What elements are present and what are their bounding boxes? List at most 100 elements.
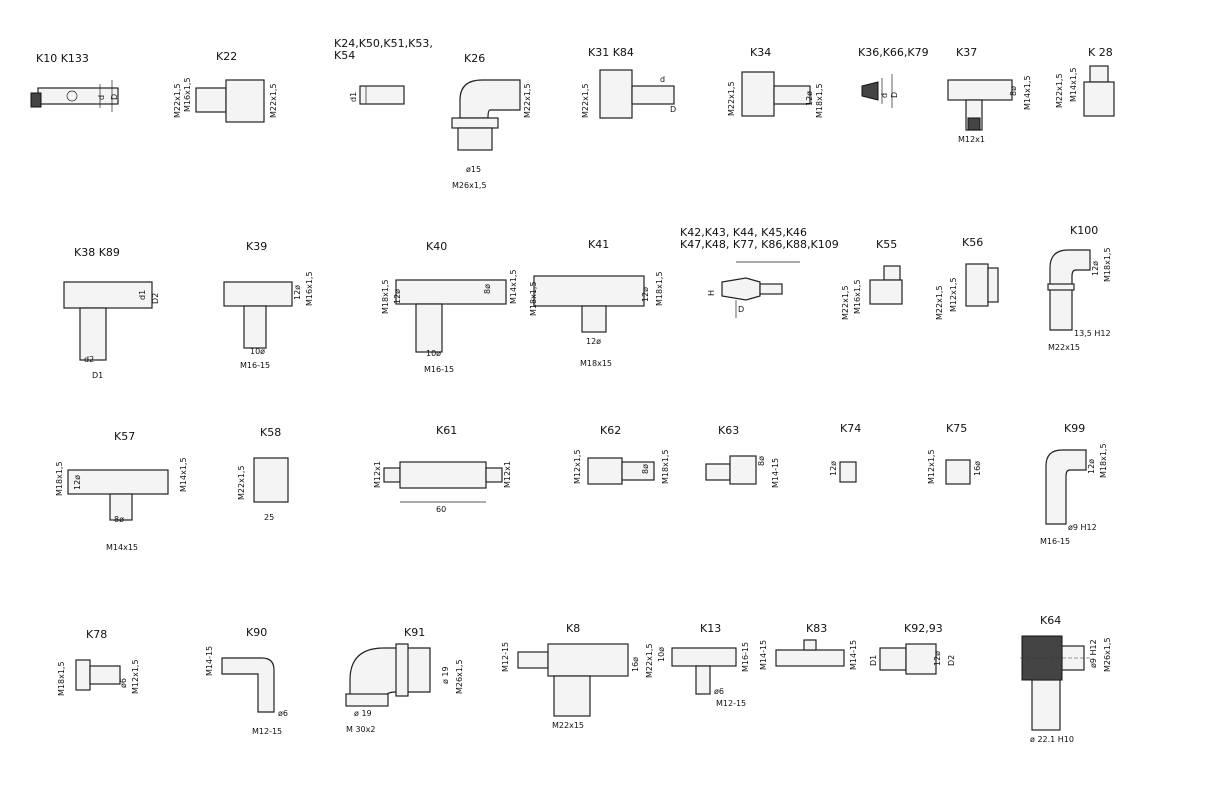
- dim-k24-d1: d1: [349, 92, 358, 102]
- part-k58: K58 M22x1,5 25: [237, 426, 289, 522]
- cap-k83: [803, 639, 817, 651]
- body-k8: [547, 643, 629, 677]
- label-k90: K90: [246, 626, 267, 639]
- label-k24b: K54: [334, 49, 355, 62]
- label-k41: K41: [588, 238, 609, 251]
- dim-k99-m18: M18x1,5: [1099, 443, 1108, 478]
- part-k13: K13 10ø M16-15 ø6 M12-15: [657, 622, 750, 708]
- dim-k100-135: 13,5 H12: [1074, 329, 1111, 338]
- dim-k31-m22: M22x1,5: [581, 83, 590, 118]
- part-k61: K61 M12x1 M12x1 60: [373, 424, 512, 514]
- nut-k37: [967, 117, 981, 131]
- dim-k99-9: ø9 H12: [1068, 523, 1097, 532]
- dim-k83-m14b: M14-15: [849, 640, 858, 670]
- part-k34: K34 M22x1,5 12ø M18x1,5: [727, 46, 824, 118]
- dim-k26-phi15: ø15: [466, 165, 481, 174]
- dim-k34-m22: M22x1,5: [727, 81, 736, 116]
- dim-k92-D2: D2: [947, 655, 956, 666]
- part-k63: K63 8ø M14-15: [705, 424, 780, 488]
- part-k24: K24,K50,K51,K53, K54 d1: [334, 37, 433, 105]
- dim-k75-m12: M12x1,5: [927, 449, 936, 484]
- dim-k41-12a: 12ø: [641, 287, 650, 302]
- body-k31: [599, 69, 633, 119]
- label-k75: K75: [946, 422, 967, 435]
- dim-k26-m22: M22x1,5: [523, 83, 532, 118]
- label-k83: K83: [806, 622, 827, 635]
- dim-k34-12: 12ø: [805, 91, 814, 106]
- body-k74: [839, 461, 857, 483]
- part-k90: K90 M14-15 ø6 M12-15: [205, 626, 288, 736]
- dim-k91-m30: M 30x2: [346, 725, 375, 734]
- dim-k91-m26: M26x1,5: [455, 659, 464, 694]
- part-k31: K31 K84 M22x1,5 d D: [581, 46, 676, 119]
- part-k38: K38 K89 d1 D2 d2 D1: [63, 246, 160, 380]
- dim-k55-m16: M16x1,5: [853, 279, 862, 314]
- head-k28: [1089, 65, 1109, 83]
- dim-k37-m12: M12x1: [958, 135, 985, 144]
- part-k28: K 28 M22x1,5 M14x1,5: [1055, 46, 1115, 117]
- stem-k42: [759, 283, 783, 295]
- dim-k37-8: 8ø: [1009, 86, 1018, 96]
- dim-k58-25: 25: [264, 513, 274, 522]
- body-k75: [945, 459, 971, 485]
- dim-k28-m14: M14x1,5: [1069, 67, 1078, 102]
- dim-k28-m22: M22x1,5: [1055, 73, 1064, 108]
- end-k61-b: [485, 467, 503, 483]
- dim-k10-D: D: [110, 94, 119, 100]
- dim-k90-m12: M12-15: [252, 727, 282, 736]
- dim-k37-m14: M14x1,5: [1023, 75, 1032, 110]
- dim-k99-m16: M16-15: [1040, 537, 1070, 546]
- body-k83: [775, 649, 845, 667]
- dim-k64-22: ø 22.1 H10: [1030, 735, 1074, 744]
- dim-k13-10: 10ø: [657, 647, 666, 662]
- body-k36: [861, 81, 879, 101]
- part-k91: K91 ø 19 M26x1,5 ø 19 M 30x2: [345, 626, 464, 734]
- label-k26: K26: [464, 52, 485, 65]
- label-k64: K64: [1040, 614, 1061, 627]
- part-k56: K56 M22x1,5 M12x1,5: [935, 236, 999, 320]
- label-k24a: K24,K50,K51,K53,: [334, 37, 433, 50]
- dim-k31-d: d: [660, 75, 665, 84]
- dim-k38-d1: d1: [138, 290, 147, 300]
- dim-k90-6: ø6: [278, 709, 288, 718]
- body-k22-b: [225, 79, 265, 123]
- stem-k34: [773, 85, 811, 105]
- part-k36: K36,K66,K79 d D: [858, 46, 929, 108]
- dim-k39-12: 12ø: [293, 285, 302, 300]
- part-k8: K8 M12-15 16ø M22x1,5 M22x15: [501, 622, 654, 730]
- part-k64: K64 ø9 H12 M26x1,5 ø 22.1 H10: [1020, 614, 1112, 744]
- stem-k41: [581, 305, 607, 333]
- dim-k57-m18: M18x1,5: [55, 461, 64, 496]
- stem-k57: [109, 493, 133, 521]
- body-k10: [37, 87, 119, 105]
- dim-k40-12: 12ø: [393, 289, 402, 304]
- end-k61-a: [383, 467, 401, 483]
- dim-k61-m12b: M12x1: [503, 461, 512, 488]
- label-k34: K34: [750, 46, 771, 59]
- part-k75: K75 M12x1,5 16ø: [927, 422, 982, 485]
- dim-k55-m22: M22x1,5: [841, 285, 850, 320]
- flange-k26: [451, 117, 499, 129]
- part-k39: K39 12ø M16x1,5 10ø M16-15: [223, 240, 314, 370]
- dim-k8-m22a: M22x1,5: [645, 643, 654, 678]
- stem-k63: [705, 463, 731, 481]
- label-k58: K58: [260, 426, 281, 439]
- body-k26: [459, 79, 521, 119]
- body-k56: [965, 263, 989, 307]
- dim-k64-9: ø9 H12: [1089, 639, 1098, 668]
- body-k55: [869, 279, 903, 305]
- label-k38: K38 K89: [74, 246, 120, 259]
- label-k56: K56: [962, 236, 983, 249]
- body-k62: [587, 457, 623, 485]
- label-k91: K91: [404, 626, 425, 639]
- label-k100: K100: [1070, 224, 1098, 237]
- dim-k42-H: H: [707, 290, 716, 296]
- stem-k8: [553, 675, 591, 717]
- part-k41: K41 M18x1,5 12ø M18x1,5 12ø M18x15: [529, 238, 664, 368]
- body-k28: [1083, 81, 1115, 117]
- label-k55: K55: [876, 238, 897, 251]
- part-k26: K26 M22x1,5 ø15 M26x1,5: [451, 52, 532, 190]
- body-k37: [947, 79, 1013, 101]
- part-k57: K57 M18x1,5 12ø M14x1,5 8ø M14x15: [55, 430, 188, 552]
